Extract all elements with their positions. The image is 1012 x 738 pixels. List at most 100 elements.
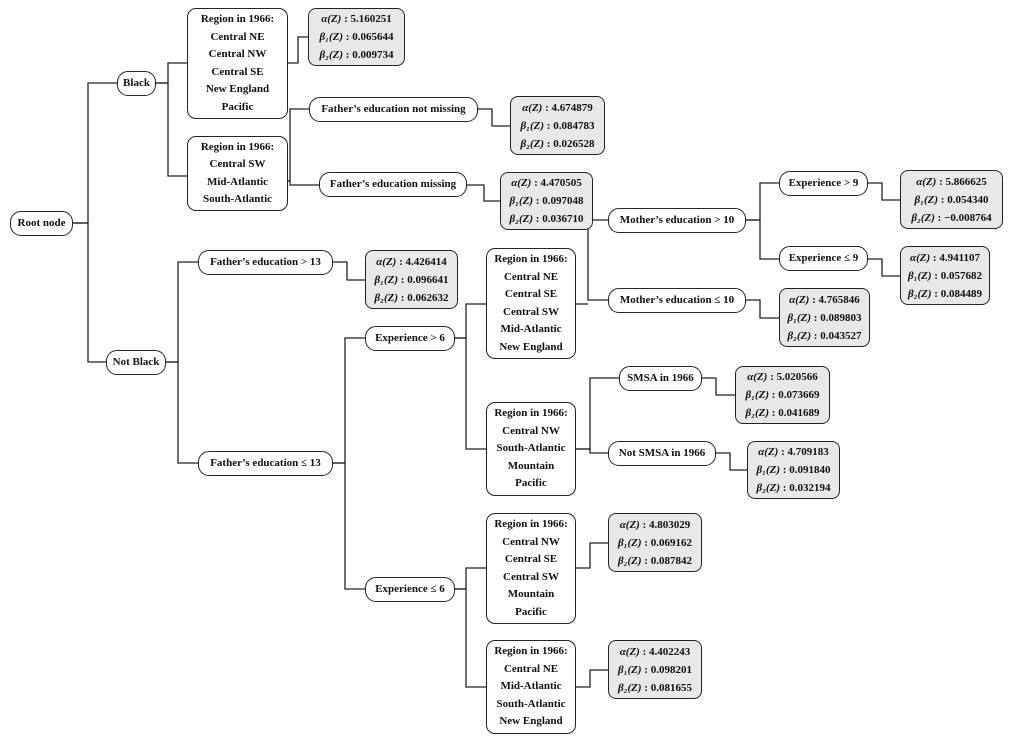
- tree-edge: [455, 567, 486, 590]
- separator: :: [780, 482, 790, 494]
- coefficient-value: 0.089803: [820, 311, 862, 324]
- node-label: Experience ≤ 6: [375, 582, 445, 595]
- tree-edge: [746, 299, 779, 319]
- node-label: Mother’s education > 10: [619, 213, 735, 226]
- separator: :: [398, 291, 408, 304]
- coefficient-value: 5.160251: [350, 13, 392, 25]
- separator: :: [930, 251, 940, 264]
- coefficient-value: 0.054340: [947, 193, 989, 206]
- coefficient-value: 0.096641: [407, 273, 449, 286]
- tree-edge: [467, 184, 500, 202]
- coefficient-value: 0.041689: [778, 407, 820, 419]
- node-line: Central NE: [210, 30, 265, 43]
- node-label: Region in 1966:: [200, 13, 275, 25]
- node-line: Central NE: [503, 662, 559, 675]
- node-line: Pacific: [515, 605, 547, 618]
- coefficient-row: β₁(Z) : 0.084783: [521, 117, 595, 135]
- separator: :: [641, 663, 651, 676]
- node-line: Pacific: [515, 477, 547, 490]
- split-node-smsa: SMSA in 1966: [619, 366, 702, 391]
- node-line: Central NE: [503, 270, 559, 283]
- coefficient-row: β₁(Z) : 0.065644: [320, 28, 394, 46]
- tree-edge: [288, 36, 308, 64]
- coefficient-label: α(Z): [758, 446, 779, 458]
- node-line: Central SW: [503, 570, 559, 583]
- split-node-fm: Father’s education missing: [319, 172, 467, 197]
- node-line: Central NW: [502, 535, 560, 548]
- coefficient-value: 4.470505: [540, 177, 582, 189]
- tree-edge: [868, 258, 900, 277]
- split-node-egt9: Experience > 9: [779, 171, 868, 196]
- coefficient-row: β₁(Z) : 0.054340: [915, 191, 989, 209]
- coefficient-value: 4.426414: [405, 255, 447, 268]
- separator: :: [531, 177, 541, 189]
- coefficient-label: β₂(Z): [745, 407, 770, 419]
- tree-edge: [288, 180, 319, 186]
- coefficient-value: 0.065644: [352, 31, 394, 43]
- node-line: New England: [205, 83, 270, 95]
- node-label: Black: [123, 76, 150, 89]
- coefficient-row: β₂(Z) : 0.043527: [788, 327, 862, 345]
- tree-edge: [333, 337, 365, 464]
- coefficient-label: α(Z): [321, 13, 342, 25]
- split-node-notblack: Not Black: [106, 350, 166, 375]
- coefficient-row: β₁(Z) : 0.057682: [908, 267, 982, 285]
- separator: :: [641, 536, 651, 549]
- node-line: Central SW: [503, 305, 559, 318]
- coefficient-value: 0.057682: [940, 269, 982, 282]
- tree-edge: [576, 377, 619, 450]
- coefficient-value: 0.043527: [820, 329, 862, 342]
- separator: :: [544, 119, 554, 132]
- tree-edge: [746, 219, 779, 260]
- coefficient-value: 4.765846: [818, 293, 860, 306]
- coefficient-row: α(Z) : 4.470505: [511, 174, 582, 192]
- node-line: Mid-Atlantic: [500, 323, 562, 335]
- tree-edge: [587, 219, 608, 301]
- node-label: Father’s education ≤ 13: [210, 456, 321, 469]
- separator: :: [343, 31, 353, 43]
- coefficient-row: β₂(Z) : 0.009734: [320, 46, 394, 64]
- coefficient-row: β₁(Z) : 0.091840: [757, 461, 831, 479]
- node-label: Region in 1966:: [494, 645, 568, 658]
- coefficient-value: 0.036710: [542, 213, 584, 225]
- separator: :: [343, 49, 353, 61]
- split-node-root: Root node: [10, 211, 73, 236]
- node-label: Father’s education > 13: [210, 255, 321, 268]
- tree-edge: [455, 337, 486, 450]
- coefficient-label: α(Z): [916, 175, 937, 188]
- coefficient-label: α(Z): [522, 101, 543, 114]
- coefficient-value: 4.709183: [787, 446, 829, 458]
- coefficient-row: α(Z) : 4.709183: [758, 443, 829, 461]
- coefficient-value: 0.087842: [650, 554, 692, 567]
- coefficient-row: α(Z) : 4.803029: [620, 516, 691, 534]
- coefficient-label: β₁(Z): [319, 31, 344, 43]
- coefficient-row: α(Z) : 5.020566: [747, 368, 818, 386]
- separator: :: [533, 195, 543, 207]
- coefficient-row: β₁(Z) : 0.089803: [788, 309, 862, 327]
- coefficient-row: β₁(Z) : 0.073669: [746, 386, 820, 404]
- node-line: Pacific: [221, 100, 254, 113]
- separator: :: [767, 371, 777, 383]
- node-line: Central NW: [208, 48, 267, 60]
- coefficient-row: β₂(Z) : 0.041689: [746, 404, 820, 422]
- coefficient-row: β₁(Z) : 0.097048: [510, 192, 584, 210]
- node-line: Central SW: [209, 158, 266, 170]
- coefficient-label: β₁(Z): [914, 193, 939, 206]
- separator: :: [931, 287, 941, 300]
- coefficient-label: β₂(Z): [520, 137, 545, 150]
- coefficient-label: β₂(Z): [509, 213, 534, 225]
- coefficient-row: β₂(Z) : 0.081655: [618, 679, 692, 697]
- node-line: South-Atlantic: [496, 697, 566, 710]
- coefficient-label: β₁(Z): [618, 536, 642, 549]
- separator: :: [542, 101, 552, 114]
- split-node-egt6: Experience > 6: [365, 326, 455, 351]
- node-line: South-Atlantic: [202, 193, 273, 205]
- split-node-mgt: Mother’s education > 10: [608, 208, 746, 233]
- coefficient-label: α(Z): [619, 645, 640, 658]
